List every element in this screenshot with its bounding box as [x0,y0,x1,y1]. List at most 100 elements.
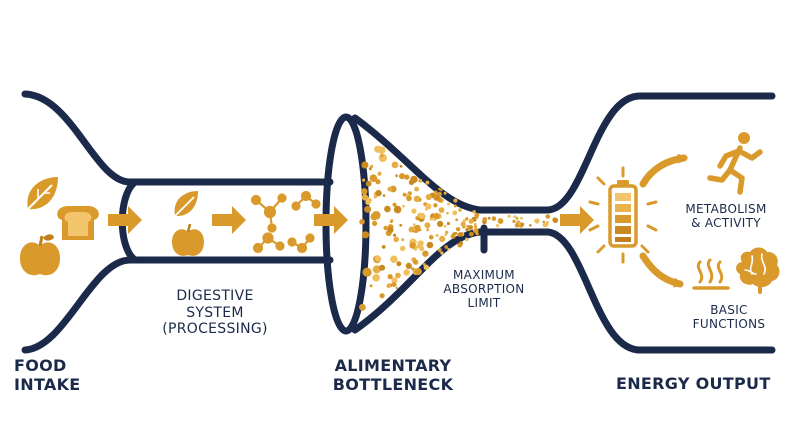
brain-icon [736,247,780,294]
maximum-absorption-limit-label: MAXIMUM ABSORPTION LIMIT [429,268,539,310]
absorption-line-3: LIMIT [467,296,501,311]
particle-dot [425,180,430,185]
particle-dot [497,218,504,224]
particle-dot [391,277,398,284]
particle-dot [369,164,374,169]
particle-dot [400,245,406,252]
particle-dot [393,233,397,237]
particle-dot [381,245,386,249]
particle-dot [399,223,403,227]
particle-dot [425,203,432,210]
metabolism-line-2: & ACTIVITY [691,216,761,231]
molecule-icon [250,193,287,233]
glow-rays [588,166,658,264]
particle-dot [395,286,398,290]
leaf-icon [27,177,58,210]
particle-dot [452,210,458,216]
basic-functions-label: BASIC FUNCTIONS [686,303,772,331]
molecule-icon [252,232,285,254]
particle-dot [412,259,418,265]
particle-dot [433,195,437,198]
particle-dot [482,217,488,222]
metabolism-activity-label: METABOLISM & ACTIVITY [674,202,778,230]
particle-dot [426,228,430,232]
basic-functions-line-2: FUNCTIONS [692,317,766,332]
particle-dot [391,161,399,169]
particle-dot [443,191,447,195]
particle-dot [403,269,410,276]
particle-dot [450,233,456,239]
particle-dot [383,225,388,231]
particle-dot [475,232,479,236]
particle-dot [491,216,497,221]
arrow-right-icon [560,206,594,234]
basic-functions-line-1: BASIC [710,303,748,317]
particle-dot [433,203,438,208]
particle-dot [468,218,474,224]
particle-dot [414,268,422,275]
particle-dot [395,174,399,178]
particle-dot [369,284,373,288]
particle-dot [534,218,540,224]
digestive-system-label: DIGESTIVE SYSTEM (PROCESSING) [155,288,275,338]
particle-dot [465,228,469,232]
particle-dot [411,267,415,271]
metabolism-line-1: METABOLISM [685,202,767,216]
particle-dot [512,219,516,223]
particle-dot [380,154,384,158]
particle-dot [443,224,447,228]
particle-dot [359,303,366,311]
particle-dot [387,186,393,192]
particle-dot [370,212,378,221]
particle-dot [374,145,382,153]
particle-dot [361,161,369,169]
particle-dot [468,225,473,230]
particle-dot [455,218,459,222]
particle-dot [401,238,405,242]
particle-dot [364,205,372,213]
particle-dot [361,231,370,239]
particle-dot [396,261,402,267]
particle-dot [408,179,415,185]
particle-dot [387,226,394,234]
particle-dot [389,185,397,193]
digestive-line-2: SYSTEM [186,304,244,321]
particle-dot [426,241,434,249]
particle-dot [545,214,551,219]
particle-dot [472,229,476,232]
particle-dot [520,216,523,220]
particle-dot [464,237,469,242]
particle-dot [399,173,406,180]
particle-dot [372,220,378,226]
particle-dot [375,189,382,197]
particle-dot [475,216,479,219]
particle-dot [379,264,386,271]
food-intake-label: FOOD INTAKE [14,356,81,395]
particle-dot [372,265,381,274]
particle-dot [453,198,458,203]
particle-dot [384,205,391,213]
particle-dot [437,248,442,253]
particle-dot [382,194,386,197]
particle-dot [386,283,392,289]
molecule-icon [291,190,321,211]
particle-dot [399,164,403,168]
particle-dot [515,216,519,220]
particle-dot [446,221,450,226]
particle-dot [472,210,476,214]
leaf-icon [174,191,198,217]
food-intake-line-2: INTAKE [14,374,81,394]
particle-dot [529,224,532,227]
particle-dot [487,216,491,220]
particle-dot [496,224,500,228]
particle-dot [361,188,368,195]
particle-dot [392,202,397,207]
particle-dot [409,242,416,249]
particle-dot [440,251,444,255]
particle-dot [514,223,520,228]
particle-dot [425,193,432,201]
particle-dot [412,223,416,227]
particle-dot [418,178,423,183]
particle-dot [423,264,429,270]
